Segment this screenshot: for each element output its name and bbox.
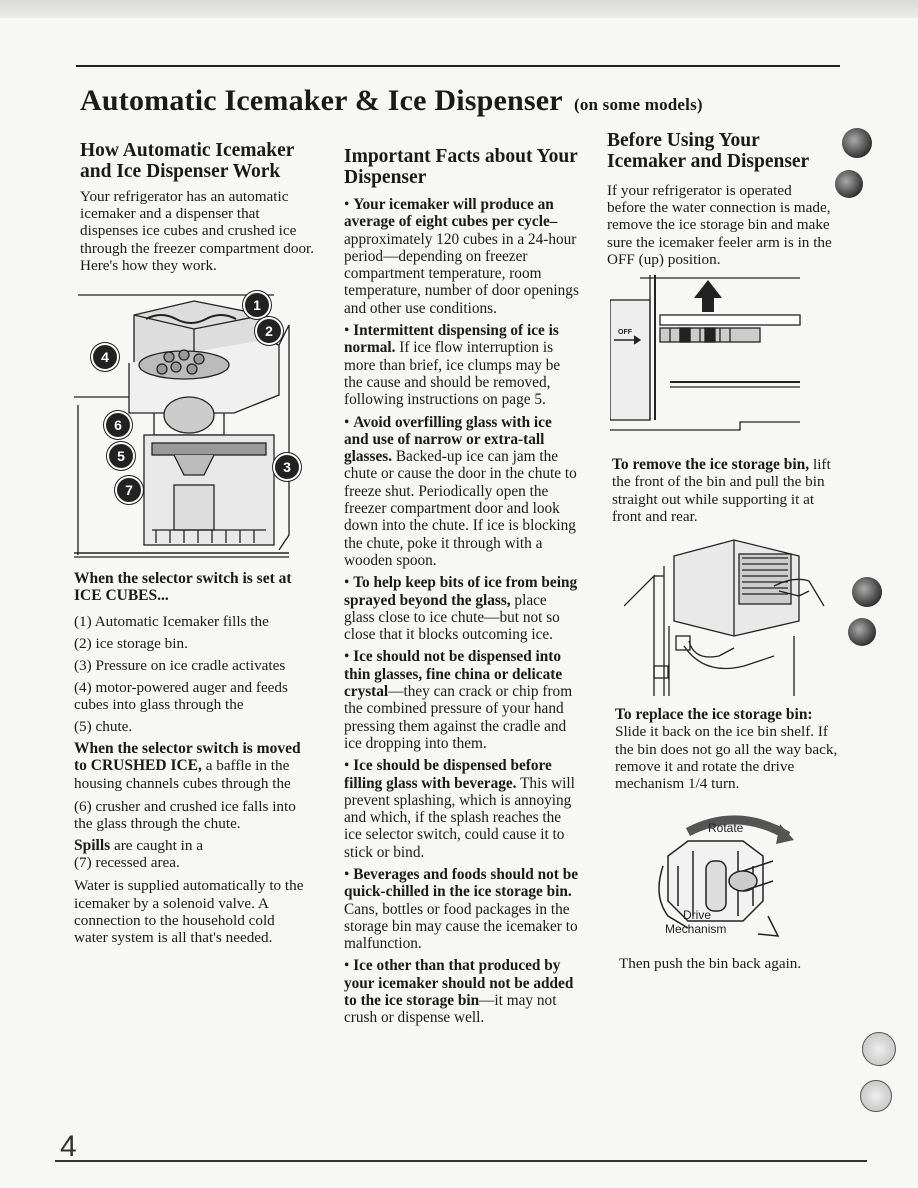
fact-bullet-3: • Avoid overfilling glass with ice and u… (344, 413, 577, 569)
left-intro: Your refrigerator has an automatic icema… (80, 188, 315, 274)
right-heading: Before Using Your Icemaker and Dispenser (607, 130, 810, 172)
crushed-text: a baffle in the housing channels cubes t… (74, 757, 291, 792)
spills-label: Spills (74, 836, 111, 854)
ice-dispenser-diagram (74, 294, 290, 558)
middle-column: Important Facts about Your Dispenser • Y… (344, 146, 580, 1032)
scan-top-band (0, 0, 918, 18)
fact-bullet-5: • Ice should not be dispensed into thin … (344, 648, 573, 752)
binder-hole (848, 618, 876, 646)
spills-text: are caught in a (114, 836, 203, 854)
list-item-3: (3) Pressure on ice cradle activates (74, 656, 286, 674)
callout-4: 4 (93, 345, 117, 369)
list-item-6: (6) crusher and crushed ice falls into t… (74, 797, 296, 832)
list-item-4: (4) motor-powered auger and feeds cubes … (74, 678, 288, 713)
remove-text: lift the front of the bin and pull the b… (612, 456, 831, 525)
replace-paragraph: To replace the ice storage bin: Slide it… (615, 706, 845, 792)
callout-6: 6 (106, 413, 130, 437)
final-text: Then push the bin back again. (619, 955, 802, 972)
fact-bullet-8: • Ice other than that produced by your i… (344, 957, 574, 1027)
spills-paragraph: Spills are caught in a (7) recessed area… (74, 837, 310, 872)
right-intro: If your refrigerator is operated before … (607, 182, 832, 268)
callout-2: 2 (257, 319, 281, 343)
fact-bullet-4: • To help keep bits of ice from being sp… (344, 574, 578, 644)
header-rule (76, 65, 840, 67)
rotate-label: Rotate (708, 821, 744, 835)
fact-bullet-2: • Intermittent dispensing of ice is norm… (344, 322, 561, 409)
feeler-arm-diagram: OFF (610, 275, 801, 431)
fact-bullet-7: • Beverages and foods should not be quic… (344, 865, 579, 953)
callout-5: 5 (109, 444, 133, 468)
binder-hole (835, 170, 863, 198)
right-column: Before Using Your Icemaker and Dispenser… (607, 130, 833, 268)
final-paragraph: Then push the bin back again. (619, 955, 849, 972)
bin-removal-diagram (624, 539, 825, 696)
crushed-label: When the selector switch is moved to CRU… (74, 739, 301, 775)
binder-hole (852, 577, 882, 607)
page-title: Automatic Icemaker & Ice Dispenser (on s… (80, 84, 703, 118)
binder-hole (860, 1080, 892, 1112)
page-number: 4 (60, 1130, 77, 1163)
replace-text: Slide it back on the ice bin shelf. If t… (615, 723, 838, 793)
footer-rule (55, 1160, 867, 1162)
title-suffix: (on some models) (573, 95, 703, 114)
drive-label: Drive (683, 908, 711, 922)
crushed-paragraph: When the selector switch is moved to CRU… (74, 740, 310, 792)
callout-7: 7 (117, 478, 141, 502)
list-item-2: (2) ice storage bin. (74, 634, 188, 652)
title-main: Automatic Icemaker & Ice Dispenser (80, 84, 563, 117)
item7-text: recessed area. (95, 854, 180, 872)
left-column: How Automatic Icemaker and Ice Dispenser… (80, 140, 316, 274)
cubes-label: When the selector switch is set at ICE C… (74, 570, 292, 605)
drive-mechanism-diagram: Rotate Drive Mechanism (658, 815, 794, 937)
fact-bullet-6: • Ice should be dispensed before filling… (344, 757, 575, 861)
remove-label: To remove the ice storage bin, (612, 456, 810, 473)
remove-paragraph: To remove the ice storage bin, lift the … (612, 456, 842, 525)
mechanism-label: Mechanism (665, 922, 726, 936)
binder-hole (862, 1032, 896, 1066)
list-item-5: (5) chute. (74, 717, 133, 735)
item7-num: (7) (74, 854, 92, 872)
left-column-lower: When the selector switch is set at ICE C… (74, 570, 310, 946)
left-heading: How Automatic Icemaker and Ice Dispenser… (80, 140, 295, 182)
replace-label: To replace the ice storage bin: (615, 706, 813, 723)
water-text: Water is supplied automatically to the i… (74, 877, 304, 947)
list-item-1: (1) Automatic Icemaker fills the (74, 612, 269, 630)
callout-1: 1 (245, 293, 269, 317)
binder-hole (842, 128, 872, 158)
fact-bullet-1: • Your icemaker will produce an average … (344, 196, 579, 317)
off-label: OFF (618, 329, 633, 336)
callout-3: 3 (275, 455, 299, 479)
middle-heading: Important Facts about Your Dispenser (344, 146, 578, 188)
